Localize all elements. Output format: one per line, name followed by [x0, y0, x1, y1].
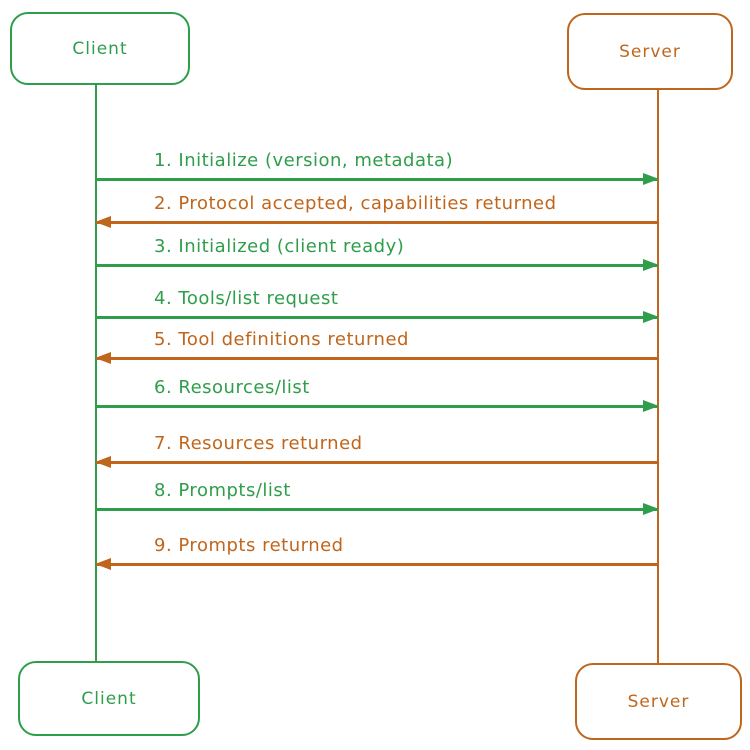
message-label: 1. Initialize (version, metadata) — [154, 150, 454, 171]
server-box-top-label: Server — [619, 41, 681, 62]
message-resources-returned: 7. Resources returned — [95, 433, 658, 468]
client-lifeline — [95, 85, 97, 661]
arrow-line — [95, 558, 658, 570]
arrowhead-right-icon — [643, 503, 659, 515]
arrow-line — [95, 216, 658, 228]
arrowhead-right-icon — [643, 173, 659, 185]
arrow-line — [96, 503, 659, 515]
arrowhead-left-icon — [95, 352, 111, 364]
arrowhead-left-icon — [95, 558, 111, 570]
message-label: 2. Protocol accepted, capabilities retur… — [154, 193, 557, 214]
client-box-bottom-label: Client — [81, 688, 137, 709]
message-prompts-returned: 9. Prompts returned — [95, 535, 658, 570]
message-label: 5. Tool definitions returned — [154, 329, 409, 350]
message-tool-definitions: 5. Tool definitions returned — [95, 329, 658, 364]
arrowhead-right-icon — [643, 400, 659, 412]
arrow-line — [95, 352, 658, 364]
message-initialized: 3. Initialized (client ready) — [96, 236, 659, 271]
arrowhead-right-icon — [643, 259, 659, 271]
message-label: 3. Initialized (client ready) — [154, 236, 405, 257]
message-label: 7. Resources returned — [154, 433, 363, 454]
message-initialize: 1. Initialize (version, metadata) — [96, 150, 659, 185]
client-box-top-label: Client — [72, 38, 128, 59]
client-box-top: Client — [10, 12, 190, 85]
message-resources-list: 6. Resources/list — [96, 377, 659, 412]
message-tools-list-request: 4. Tools/list request — [96, 288, 659, 323]
server-lifeline — [657, 90, 659, 663]
arrowhead-left-icon — [95, 216, 111, 228]
client-box-bottom: Client — [18, 661, 200, 736]
message-label: 9. Prompts returned — [154, 535, 344, 556]
message-label: 4. Tools/list request — [154, 288, 339, 309]
server-box-bottom: Server — [575, 663, 742, 740]
arrow-line — [96, 311, 659, 323]
message-label: 8. Prompts/list — [154, 480, 291, 501]
server-box-top: Server — [567, 13, 733, 90]
arrow-line — [96, 259, 659, 271]
arrowhead-left-icon — [95, 456, 111, 468]
arrow-line — [95, 456, 658, 468]
message-protocol-accepted: 2. Protocol accepted, capabilities retur… — [95, 193, 658, 228]
arrowhead-right-icon — [643, 311, 659, 323]
arrow-line — [96, 400, 659, 412]
server-box-bottom-label: Server — [627, 691, 690, 712]
message-prompts-list: 8. Prompts/list — [96, 480, 659, 515]
message-label: 6. Resources/list — [154, 377, 310, 398]
arrow-line — [96, 173, 659, 185]
